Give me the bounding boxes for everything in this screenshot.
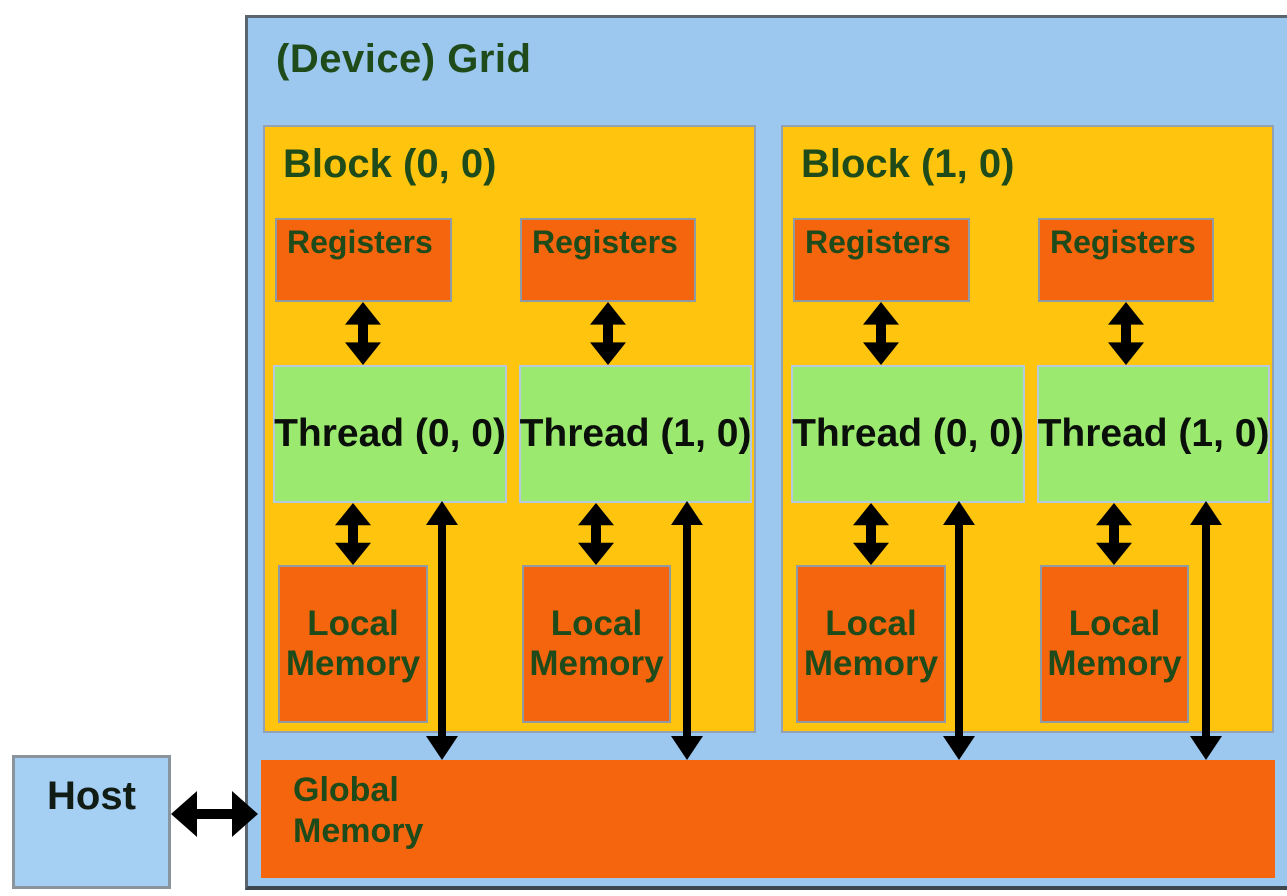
thread-global-memory-arrow <box>424 501 460 760</box>
registers-thread-arrow <box>343 302 383 365</box>
thread-box: Thread (0, 0) <box>791 365 1025 503</box>
local-memory-label-line1: Local <box>825 603 917 643</box>
thread-global-memory-arrow <box>669 501 705 760</box>
block-0-0: Block (0, 0) Registers Registers Thread … <box>263 125 756 733</box>
local-memory-label-line2: Memory <box>803 644 939 683</box>
thread-box: Thread (1, 0) <box>519 365 752 503</box>
registers-box: Registers <box>520 218 696 302</box>
local-memory-box: Local Memory <box>278 565 428 723</box>
registers-thread-arrow <box>861 302 901 365</box>
thread-box: Thread (0, 0) <box>273 365 507 503</box>
local-memory-label-line2: Memory <box>529 644 664 683</box>
thread-local-memory-arrow <box>851 503 891 565</box>
thread-local-memory-arrow <box>576 503 616 565</box>
global-memory-box: Global Memory <box>261 760 1275 878</box>
local-memory-label-line2: Memory <box>1047 644 1182 683</box>
local-memory-box: Local Memory <box>796 565 946 723</box>
registers-thread-arrow <box>1106 302 1146 365</box>
registers-box: Registers <box>793 218 970 302</box>
block-title: Block (0, 0) <box>283 142 497 186</box>
host-label: Host <box>47 774 136 818</box>
thread-local-memory-arrow <box>333 503 373 565</box>
thread-global-memory-arrow <box>941 501 977 760</box>
device-grid-title: (Device) Grid <box>276 37 532 81</box>
device-grid-container: (Device) Grid Block (0, 0) Registers Reg… <box>245 15 1287 890</box>
thread-local-memory-arrow <box>1094 503 1134 565</box>
thread-box: Thread (1, 0) <box>1037 365 1270 503</box>
local-memory-label-line1: Local <box>307 603 399 643</box>
local-memory-label-line1: Local <box>550 603 643 643</box>
registers-box: Registers <box>1038 218 1214 302</box>
global-memory-label-line1: Global <box>293 771 399 809</box>
registers-box: Registers <box>275 218 452 302</box>
block-1-0: Block (1, 0) Registers Registers Thread … <box>781 125 1274 733</box>
block-title: Block (1, 0) <box>801 142 1015 186</box>
thread-global-memory-arrow <box>1188 501 1224 760</box>
registers-thread-arrow <box>588 302 628 365</box>
local-memory-label-line2: Memory <box>285 644 421 683</box>
host-box: Host <box>12 755 171 889</box>
host-global-memory-arrow <box>171 791 258 837</box>
local-memory-label-line1: Local <box>1068 603 1161 643</box>
local-memory-box: Local Memory <box>1040 565 1189 723</box>
global-memory-label-line2: Memory <box>293 812 424 851</box>
local-memory-box: Local Memory <box>522 565 671 723</box>
